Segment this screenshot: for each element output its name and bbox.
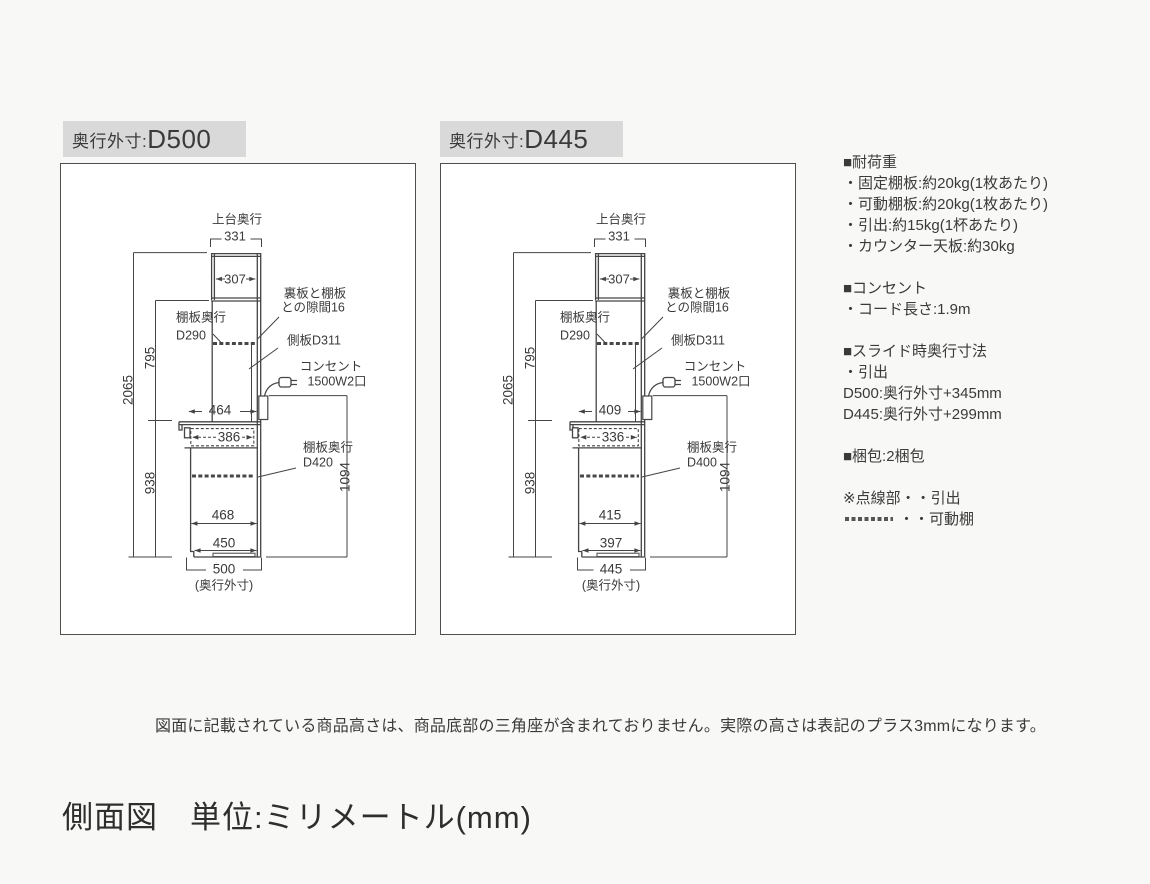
load-capacity-header: ■耐荷重 <box>843 154 898 171</box>
packing-header: ■梱包:2梱包 <box>843 448 925 465</box>
dim-938: 938 <box>142 471 158 495</box>
lower-shelf-depth-label: 棚板奥行 <box>302 440 354 455</box>
backboard-gap-label-2: との隙間16 <box>665 300 729 315</box>
outer-depth-caption: (奥行外寸) <box>194 578 254 593</box>
upper-shelf-depth-value: D290 <box>560 328 590 343</box>
side-panel-label: 側板D311 <box>671 333 725 348</box>
slide-depth-item: D445:奥行外寸+299mm <box>843 406 1002 423</box>
upper-shelf-depth-label: 棚板奥行 <box>559 310 611 325</box>
legend-movable-shelf-line: ・・可動棚 <box>843 509 1143 530</box>
dim-331: 331 <box>608 228 630 244</box>
outlet-item: ・コード長さ:1.9m <box>843 301 971 318</box>
spacer <box>843 257 1143 278</box>
dim-307: 307 <box>224 271 246 287</box>
upper-depth-label: 上台奥行 <box>595 212 647 227</box>
depth-chip-d500: 奥行外寸:D500 <box>63 121 246 157</box>
outlet-spec-label: 1500W2口 <box>307 374 367 389</box>
dim-795: 795 <box>522 346 538 370</box>
outlet-spec-label: 1500W2口 <box>691 374 751 389</box>
spacer <box>843 320 1143 341</box>
outer-depth-caption: (奥行外寸) <box>581 578 641 593</box>
page-title: 側面図 単位:ミリメートル(mm) <box>62 800 532 835</box>
backboard-gap-label-1: 裏板と棚板 <box>667 286 731 301</box>
legend-movable-shelf-label: ・・可動棚 <box>899 511 975 528</box>
lower-shelf-depth-label: 棚板奥行 <box>686 440 738 455</box>
dim-386: 386 <box>217 429 241 445</box>
dashed-line-icon <box>845 516 893 521</box>
backboard-gap-label-2: との隙間16 <box>281 300 345 315</box>
depth-chip-d445: 奥行外寸:D445 <box>440 121 623 157</box>
dim-307: 307 <box>608 271 630 287</box>
upper-depth-label: 上台奥行 <box>211 212 263 227</box>
dim-795: 795 <box>142 346 158 370</box>
dim-331: 331 <box>224 228 246 244</box>
load-capacity-item: ・可動棚板:約20kg(1枚あたり) <box>843 196 1049 213</box>
backboard-gap-label-1: 裏板と棚板 <box>283 286 347 301</box>
dim-415: 415 <box>598 507 622 523</box>
dim-464: 464 <box>208 402 232 418</box>
spacer <box>843 425 1143 446</box>
spacer <box>843 467 1143 488</box>
dim-468: 468 <box>211 507 235 523</box>
depth-chip-prefix: 奥行外寸: <box>449 131 525 151</box>
upper-shelf-depth-label: 棚板奥行 <box>175 310 227 325</box>
load-capacity-item: ・固定棚板:約20kg(1枚あたり) <box>843 175 1049 192</box>
dim-938: 938 <box>522 471 538 495</box>
dim-409: 409 <box>598 402 622 418</box>
outlet-label: コンセント <box>683 359 747 374</box>
dim-2065: 2065 <box>120 374 136 406</box>
depth-chip-value: D500 <box>147 123 212 154</box>
load-capacity-item: ・カウンター天板:約30kg <box>843 238 1015 255</box>
depth-chip-value: D445 <box>524 123 589 154</box>
outlet-header: ■コンセント <box>843 280 928 297</box>
load-capacity-item: ・引出:約15kg(1杯あたり) <box>843 217 1019 234</box>
dim-450: 450 <box>212 535 236 551</box>
outlet-label: コンセント <box>299 359 363 374</box>
dim-2065: 2065 <box>500 374 516 406</box>
depth-chip-prefix: 奥行外寸: <box>72 131 148 151</box>
lower-shelf-depth-value: D400 <box>687 455 717 470</box>
dim-1094: 1094 <box>337 461 353 493</box>
lower-shelf-depth-value: D420 <box>303 455 333 470</box>
dim-445: 445 <box>599 561 623 577</box>
slide-depth-item: D500:奥行外寸+345mm <box>843 385 1002 402</box>
spec-info-block: ■耐荷重 ・固定棚板:約20kg(1枚あたり) ・可動棚板:約20kg(1枚あた… <box>843 152 1143 530</box>
dim-397: 397 <box>599 535 623 551</box>
slide-depth-item: ・引出 <box>843 364 889 381</box>
dim-1094: 1094 <box>717 461 733 493</box>
slide-depth-header: ■スライド時奥行寸法 <box>843 343 988 360</box>
upper-shelf-depth-value: D290 <box>176 328 206 343</box>
side-panel-label: 側板D311 <box>287 333 341 348</box>
height-disclaimer-note: 図面に記載されている商品高さは、商品底部の三角座が含まれておりません。実際の高さ… <box>155 718 1046 735</box>
dim-336: 336 <box>601 429 625 445</box>
dim-500: 500 <box>212 561 236 577</box>
legend-drawer-line: ※点線部・・引出 <box>843 490 961 507</box>
